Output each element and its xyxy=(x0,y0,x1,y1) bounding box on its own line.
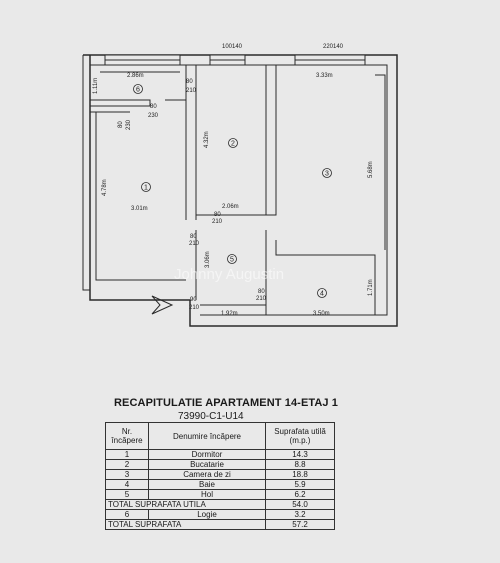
row-nr: 3 xyxy=(105,469,149,480)
table-row: 3 Camera de zi 18.8 xyxy=(105,469,335,480)
row-area: 8.8 xyxy=(265,459,335,470)
dim-3-01: 3.01m xyxy=(131,206,148,212)
window-dim-1-bot: 140 xyxy=(232,44,243,50)
row-name: Bucatarie xyxy=(148,459,266,470)
row-name: Dormitor xyxy=(148,449,266,460)
total-util-value: 54.0 xyxy=(265,499,335,510)
dim-4-32: 4.32m xyxy=(204,131,210,148)
table-row: 5 Hol 6.2 xyxy=(105,489,335,500)
header-nr: Nr. încăpere xyxy=(105,422,149,450)
door-4-width: 80 xyxy=(258,289,265,295)
total-value: 57.2 xyxy=(265,519,335,530)
window-dim-1-top: 100 xyxy=(222,44,233,50)
area-table: Nr. încăpere Denumire încăpere Suprafata… xyxy=(105,422,335,530)
door-1-width: 80 xyxy=(118,121,124,128)
row-nr: 4 xyxy=(105,479,149,490)
total-util-label: TOTAL SUPRAFATA UTILA xyxy=(105,499,266,510)
row-nr: 5 xyxy=(105,489,149,500)
row-area: 3.2 xyxy=(265,509,335,520)
dim-3-33: 3.33m xyxy=(316,73,333,79)
row-name: Logie xyxy=(148,509,266,520)
total-util-row: TOTAL SUPRAFATA UTILA 54.0 xyxy=(105,499,335,510)
watermark: Johnny Augustin xyxy=(174,266,284,283)
floor-plan: 2.86m 3.33m 100 140 220 140 1.11m 4.32m … xyxy=(82,44,398,327)
row-area: 5.9 xyxy=(265,479,335,490)
dim-4-78: 4.78m xyxy=(102,179,108,196)
dim-1-11: 1.11m xyxy=(93,78,99,94)
door-4-height: 210 xyxy=(256,296,267,302)
table-row: 2 Bucatarie 8.8 xyxy=(105,459,335,470)
row-nr: 1 xyxy=(105,449,149,460)
room-number-5: 5 xyxy=(230,257,234,264)
room-number-3: 3 xyxy=(325,171,329,178)
header-area: Suprafata utilă (m.p.) xyxy=(265,422,335,450)
row-area: 18.8 xyxy=(265,469,335,480)
dim-2-86: 2.86m xyxy=(127,73,144,79)
row-nr: 6 xyxy=(105,509,149,520)
row-name: Baie xyxy=(148,479,266,490)
window-dim-2-top: 220 xyxy=(323,44,334,50)
door-6-width: 80 xyxy=(186,79,193,85)
room-number-6: 6 xyxy=(136,87,140,94)
header-name: Denumire încăpere xyxy=(148,422,266,450)
recap-title: RECAPITULATIE APARTAMENT 14-ETAJ 1 xyxy=(114,397,339,409)
row-nr: 2 xyxy=(105,459,149,470)
door-6b-height: 230 xyxy=(148,113,159,119)
room-number-4: 4 xyxy=(320,291,324,298)
door-1-height: 230 xyxy=(126,119,132,130)
dim-2-06: 2.06m xyxy=(222,204,239,210)
door-entry-height: 210 xyxy=(189,305,200,311)
door-6-height: 210 xyxy=(186,88,197,94)
dim-3-06: 3.06m xyxy=(205,251,211,268)
door-entry-width: 90 xyxy=(190,297,197,303)
door-5-width: 80 xyxy=(190,234,197,240)
door-5-height: 210 xyxy=(189,241,200,247)
total-label: TOTAL SUPRAFATA xyxy=(105,519,266,530)
row-area: 14.3 xyxy=(265,449,335,460)
window-dim-2-bot: 140 xyxy=(333,44,344,50)
room-number-1: 1 xyxy=(144,185,148,192)
recap-code: 73990-C1-U14 xyxy=(178,411,244,422)
table-header-row: Nr. încăpere Denumire încăpere Suprafata… xyxy=(105,422,335,450)
table-row: 1 Dormitor 14.3 xyxy=(105,449,335,460)
table-row: 4 Baie 5.9 xyxy=(105,479,335,490)
dim-1-92: 1.92m xyxy=(221,311,238,317)
room-number-2: 2 xyxy=(231,141,235,148)
row-area: 6.2 xyxy=(265,489,335,500)
entry-arrow-icon xyxy=(151,295,174,315)
dim-1-71: 1.71m xyxy=(368,279,374,296)
door-2-width: 80 xyxy=(214,212,221,218)
dim-3-50: 3.50m xyxy=(313,311,330,317)
dim-5-68: 5.68m xyxy=(368,161,374,178)
row-name: Camera de zi xyxy=(148,469,266,480)
row-name: Hol xyxy=(148,489,266,500)
table-row: 6 Logie 3.2 xyxy=(105,509,335,520)
door-6b-width: 80 xyxy=(150,104,157,110)
door-2-height: 210 xyxy=(212,219,223,225)
total-row: TOTAL SUPRAFATA 57.2 xyxy=(105,519,335,530)
